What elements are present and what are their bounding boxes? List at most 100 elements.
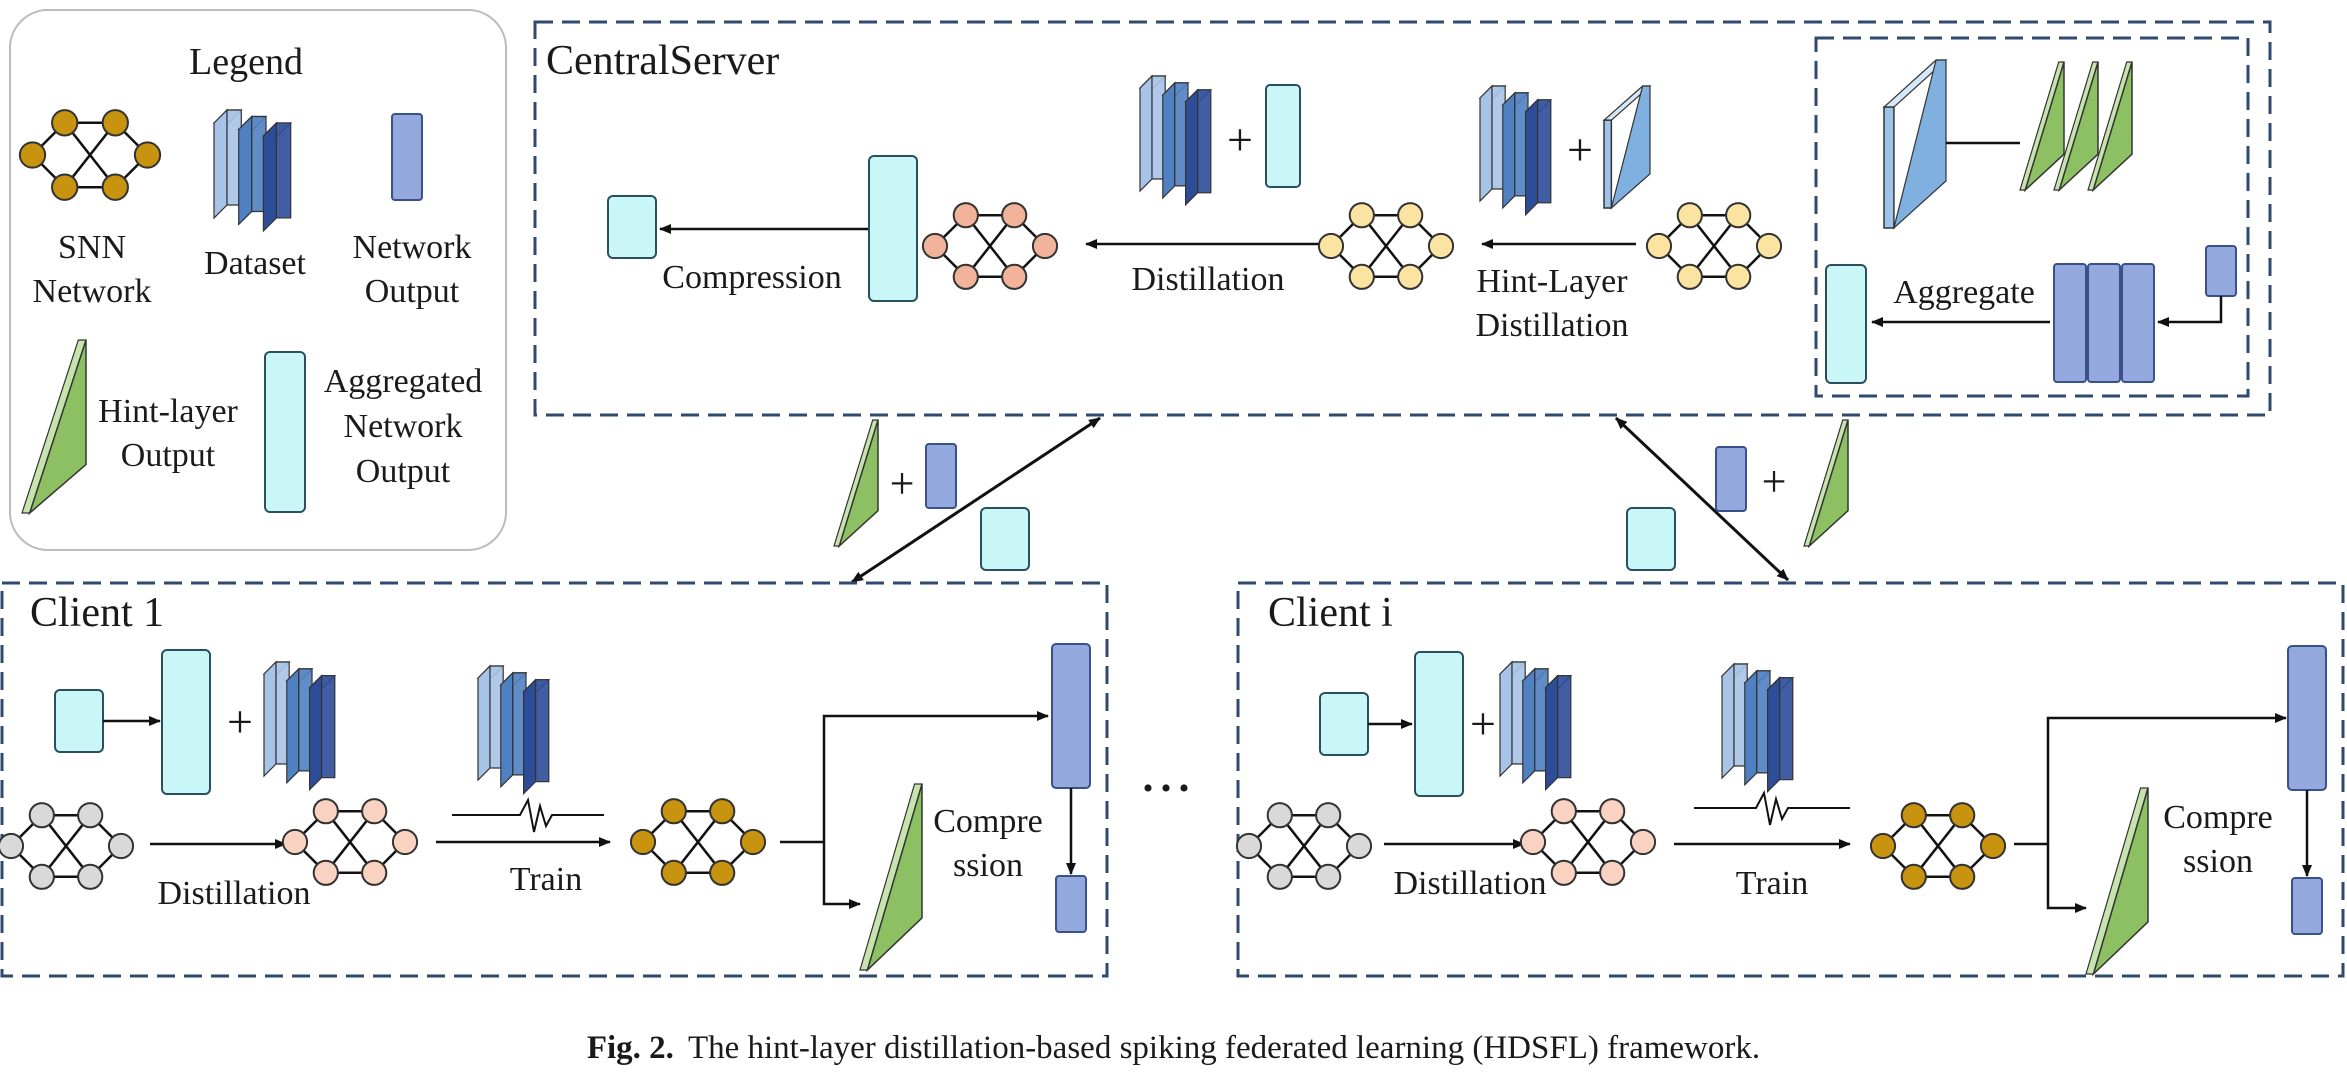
clienti-aggregated-output	[1414, 651, 1464, 797]
snn-node	[1755, 232, 1783, 260]
legend-aggregated-output-label: Aggregated	[324, 363, 483, 400]
clienti-compression-label: Compre	[2163, 799, 2273, 836]
clienti-compressed-output	[2291, 877, 2323, 935]
snn-node	[1315, 863, 1342, 890]
snn-node	[1266, 802, 1293, 829]
dataset-layer-face	[213, 108, 228, 220]
snn-node	[952, 263, 979, 290]
clienti-upload-plus: +	[1762, 457, 1787, 506]
client1-compression-label: Compre	[933, 803, 1043, 840]
hint-panel-face	[2091, 61, 2133, 193]
dataset-layer-face	[238, 115, 253, 226]
legend-snn-icon	[18, 109, 162, 201]
dataset-layer-face	[1139, 74, 1153, 193]
dataset-layer-face	[1721, 662, 1735, 780]
client1-upload-plus: +	[890, 459, 915, 508]
snn-node	[1979, 832, 2007, 860]
client1-distillation-label: Distillation	[158, 875, 311, 912]
snn-node	[1317, 232, 1345, 260]
client1-distilled-snn-icon	[281, 798, 419, 886]
snn-node	[1599, 798, 1626, 825]
dataset-layer-face	[286, 667, 300, 785]
dataset-layer-face	[522, 678, 537, 796]
legend-dataset-icon	[212, 108, 293, 233]
legend-frame	[9, 9, 507, 551]
clienti-panel: Client i + Distillation Train Compre ssi…	[1235, 581, 2345, 978]
snn-node	[28, 863, 55, 890]
client1-trained-snn-icon	[629, 798, 767, 886]
legend-hint-layer-icon	[21, 339, 87, 516]
legend-aggregated-output-icon	[264, 351, 306, 513]
snn-node	[28, 802, 55, 829]
client1-hint-branch-arrow	[822, 842, 861, 909]
legend-panel: Legend SNN Network Dataset Network Outpu…	[9, 9, 507, 551]
snn-node	[1900, 863, 1927, 890]
legend-network-output-label-2: Output	[365, 273, 460, 310]
snn-node	[51, 173, 79, 201]
clienti-gray-snn-icon	[1235, 802, 1373, 890]
snn-node	[1645, 232, 1673, 260]
snn-node	[1397, 263, 1424, 290]
snn-node	[1345, 832, 1373, 860]
snn-node	[133, 141, 162, 169]
legend-hint-layer-label: Hint-layer	[98, 393, 238, 430]
server-collect-arrow	[2157, 296, 2223, 327]
server-output-stack	[2053, 263, 2155, 383]
snn-node	[1427, 232, 1455, 260]
clienti-train-label: Train	[1736, 865, 1808, 902]
legend-dataset-label: Dataset	[204, 245, 307, 282]
client1-aggregated-output	[161, 649, 211, 795]
client1-gray-snn-icon	[0, 802, 135, 890]
clienti-upload-hint-icon	[1803, 419, 1849, 549]
clienti-server-arrow	[1614, 416, 1790, 582]
clienti-frame	[1236, 581, 2345, 978]
snn-node	[1397, 202, 1424, 229]
snn-node	[101, 173, 129, 201]
legend-title: Legend	[189, 41, 303, 83]
client1-compression-label-2: ssion	[953, 847, 1023, 884]
client1-compressed-output	[1055, 875, 1087, 933]
server-client-output-small	[2205, 245, 2237, 297]
snn-node	[1599, 859, 1626, 886]
server-distill-aggregated-output	[1265, 84, 1301, 188]
dataset-layer-side	[1196, 89, 1212, 194]
snn-node	[312, 859, 339, 886]
figure-caption-label: Fig. 2.	[586, 1030, 674, 1066]
more-clients-ellipsis: • • •	[1143, 772, 1190, 805]
dataset-layer-face	[1522, 667, 1536, 785]
hint-panel-face	[865, 783, 923, 973]
snn-node	[1676, 202, 1703, 229]
dataset-layer-face	[1162, 81, 1176, 200]
snn-node	[107, 832, 135, 860]
client1-upload-output-icon	[925, 443, 957, 509]
teacher-panel-side	[1892, 59, 1947, 230]
client1-frame	[0, 581, 1109, 978]
hint-panel-face	[2023, 61, 2065, 193]
snn-node	[1550, 859, 1577, 886]
server-hint-distillation-label: Hint-Layer	[1476, 263, 1628, 300]
snn-node	[629, 828, 657, 856]
client1-panel: Client 1 + Distillation Train Compre ssi…	[0, 581, 1109, 978]
client1-received-output	[54, 689, 104, 753]
server-hint-dataset-icon	[1478, 84, 1553, 217]
clienti-compression-label-2: ssion	[2183, 843, 2253, 880]
snn-node	[101, 109, 129, 137]
clienti-hint-branch-arrow	[2046, 844, 2087, 913]
snn-node	[281, 828, 309, 856]
legend-network-output-label: Network	[353, 229, 472, 266]
snn-node	[1519, 828, 1547, 856]
snn-node	[391, 828, 419, 856]
dataset-layer-face	[500, 671, 514, 789]
dataset-layer-face	[1524, 98, 1539, 217]
hint-panel-face	[837, 419, 879, 549]
snn-node	[361, 859, 388, 886]
client1-output-branch-arrow	[780, 711, 1049, 844]
client1-download-aggregated-icon	[980, 507, 1030, 571]
snn-node	[1550, 798, 1577, 825]
teacher-panel-side	[1610, 85, 1651, 210]
central-server-panel: CentralServer Compression Distillation +…	[533, 20, 2272, 417]
snn-node	[1949, 802, 1976, 829]
snn-node	[312, 798, 339, 825]
dataset-layer-face	[309, 674, 323, 792]
